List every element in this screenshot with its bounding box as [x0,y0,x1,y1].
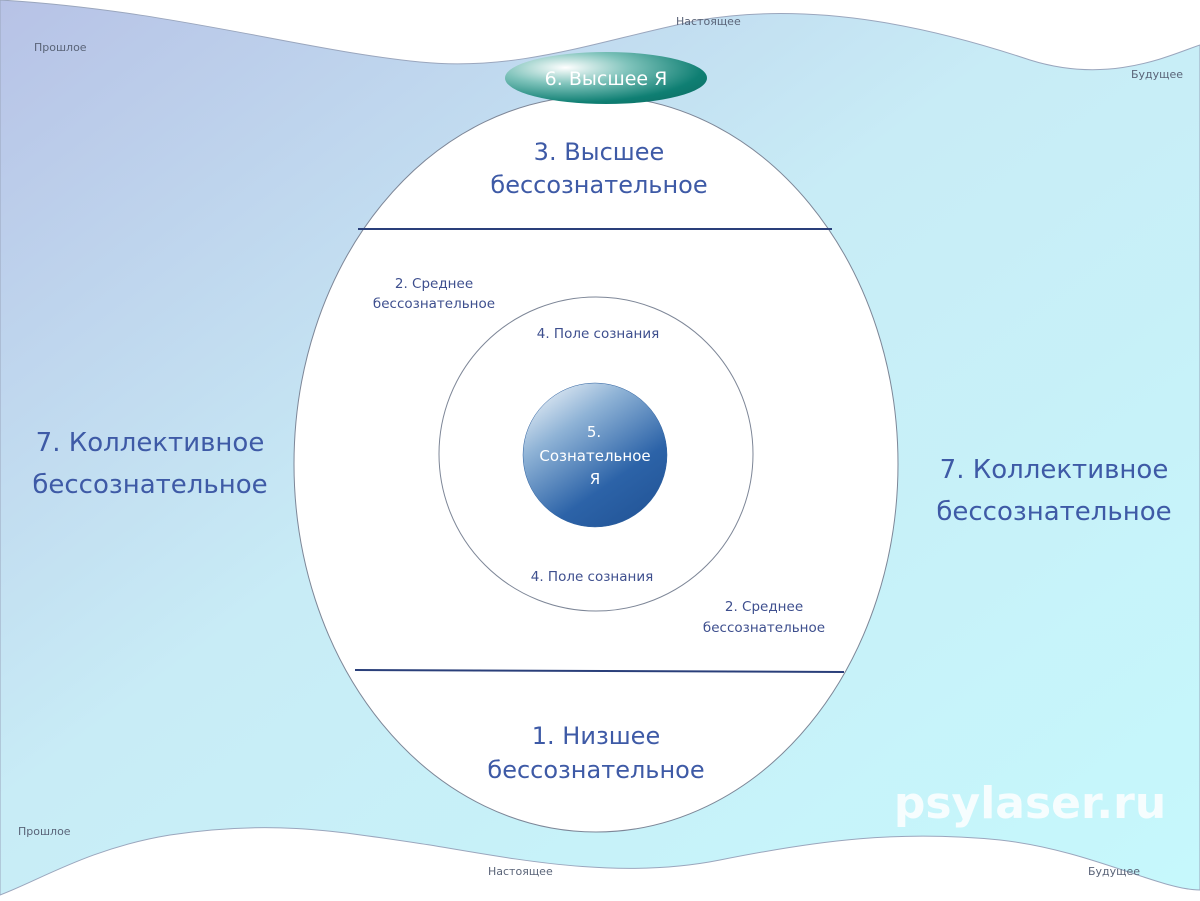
conscious-self-line3: Я [590,470,600,488]
collective-right-line1: 7. Коллективное [940,455,1169,485]
collective-right-line2: бессознательное [936,497,1171,527]
higher-unconscious-line2: бессознательное [490,171,707,199]
middle-unconscious-upper-line1: 2. Среднее [395,276,473,292]
bottom-past-label: Прошлое [18,825,71,838]
top-past-label: Прошлое [34,41,87,54]
watermark-text: psylaser.ru [894,778,1166,829]
bottom-present-label: Настоящее [488,865,553,878]
field-of-consciousness-top: 4. Поле сознания [537,326,660,342]
top-present-label: Настоящее [676,15,741,28]
higher-self-label: 6. Высшее Я [545,68,668,90]
lower-unconscious-line1: 1. Низшее [532,722,660,750]
field-of-consciousness-bottom: 4. Поле сознания [531,569,654,585]
collective-left-line2: бессознательное [32,470,267,500]
middle-unconscious-lower-line1: 2. Среднее [725,599,803,615]
conscious-self-circle [522,382,668,528]
collective-left-line1: 7. Коллективное [36,428,265,458]
middle-unconscious-upper-line2: бессознательное [373,296,495,312]
higher-self-ellipse [505,52,707,104]
top-future-label: Будущее [1131,68,1183,81]
lower-unconscious-line2: бессознательное [487,756,704,784]
conscious-self-line2: Сознательное [539,447,650,465]
lower-divider-line [354,669,845,673]
higher-unconscious-line1: 3. Высшее [534,138,665,166]
conscious-self-line1: 5. [587,423,601,441]
bottom-future-label: Будущее [1088,865,1140,878]
middle-unconscious-lower-line2: бессознательное [703,620,825,636]
